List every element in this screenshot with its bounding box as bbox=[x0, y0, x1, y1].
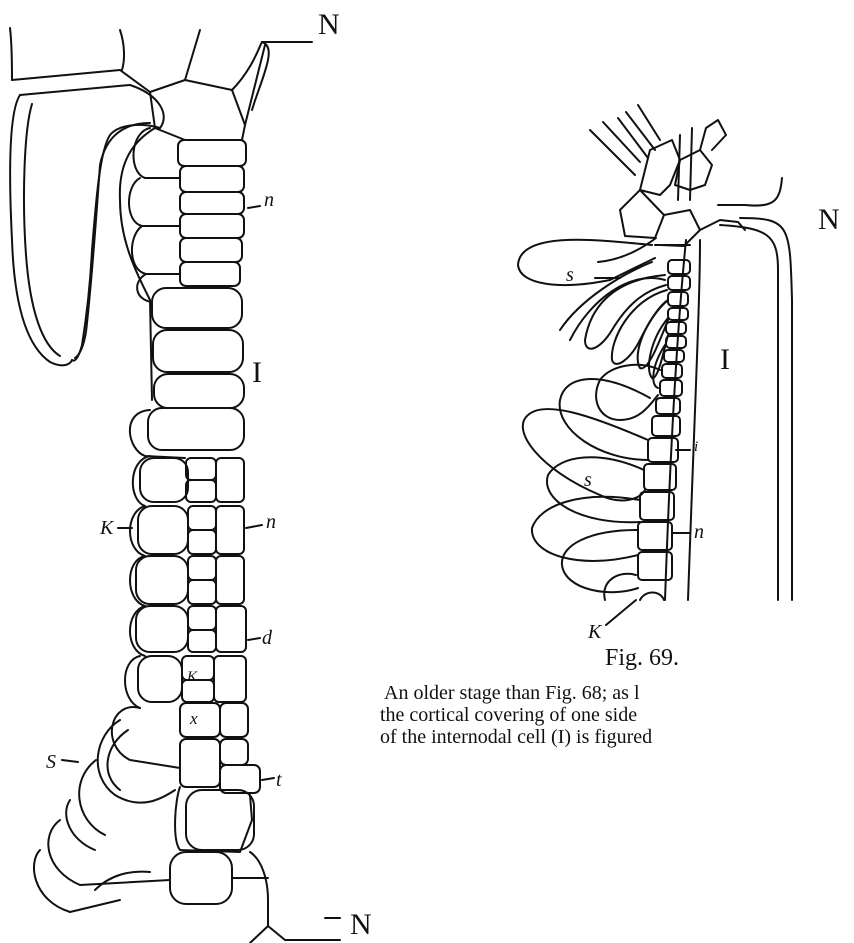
leader-t bbox=[262, 778, 274, 780]
label-n-lower-left: n bbox=[266, 512, 276, 532]
lower-left-branches bbox=[34, 720, 175, 912]
figure-title: Fig. 69. bbox=[380, 645, 854, 672]
label-s-upper-right: s bbox=[566, 265, 574, 285]
label-n-right: N bbox=[818, 205, 840, 235]
right-branchlets bbox=[518, 238, 668, 600]
label-k-left: K bbox=[100, 518, 113, 538]
label-internode-right: I bbox=[720, 345, 730, 375]
caption-line-2: the cortical covering of one side bbox=[380, 704, 854, 726]
leader-s bbox=[62, 760, 78, 762]
right-node-cells bbox=[620, 120, 792, 600]
caption-line-1: An older stage than Fig. 68; as l bbox=[380, 682, 854, 704]
right-figure-drawing bbox=[518, 105, 792, 625]
label-i-right: i bbox=[694, 440, 698, 455]
label-n-right-small: n bbox=[694, 522, 704, 542]
label-n-upper-left: n bbox=[264, 190, 274, 210]
figure-caption: Fig. 69. An older stage than Fig. 68; as… bbox=[380, 645, 854, 748]
label-d: d bbox=[262, 628, 272, 648]
leader-d bbox=[248, 638, 260, 640]
label-k-mid: K bbox=[187, 670, 197, 685]
label-x: x bbox=[190, 710, 198, 727]
label-s-lower-right: s bbox=[584, 470, 592, 490]
left-figure-drawing bbox=[10, 28, 340, 943]
label-n-top: N bbox=[318, 10, 340, 40]
label-internode-left: I bbox=[252, 358, 262, 388]
right-cortex-column bbox=[638, 240, 700, 600]
label-n-bottom: N bbox=[350, 910, 372, 940]
top-node-cells bbox=[10, 28, 305, 140]
lower-cortex-column bbox=[112, 408, 340, 943]
leader-k bbox=[606, 600, 636, 625]
label-k-right: K bbox=[588, 622, 601, 642]
label-s-left: S bbox=[46, 752, 56, 772]
leader-n-2 bbox=[246, 525, 262, 528]
caption-line-3: of the internodal cell (I) is figured bbox=[380, 726, 854, 748]
label-t: t bbox=[276, 770, 282, 790]
leader-n-1 bbox=[248, 206, 260, 208]
upper-cortex-column bbox=[120, 128, 246, 408]
